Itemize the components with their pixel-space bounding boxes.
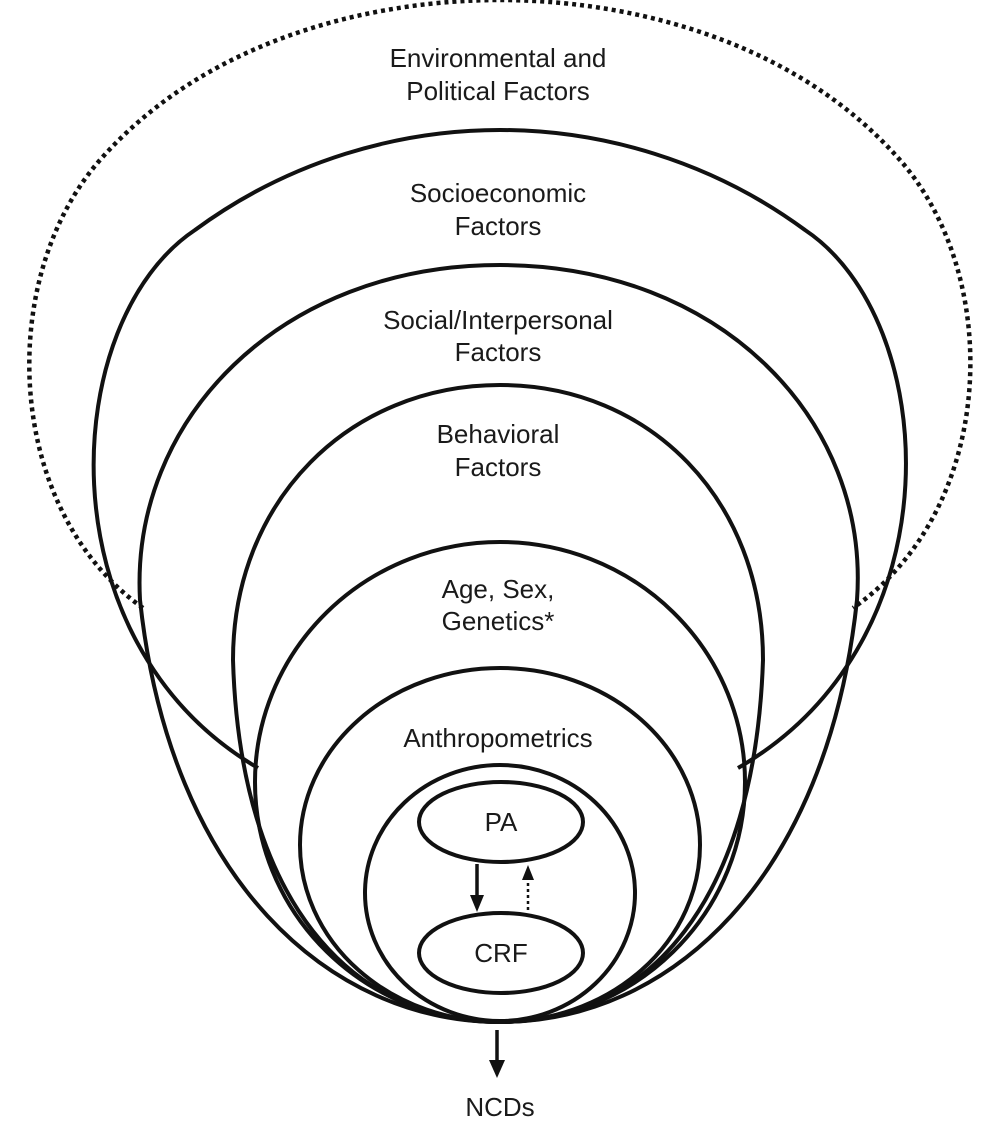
socioeconomic-ring [91, 127, 908, 770]
pa-label: PA [485, 807, 518, 837]
crf-node [417, 911, 585, 995]
biological-label-line1: Age, Sex, [442, 574, 555, 604]
environmental-label-line2: Political Factors [406, 76, 590, 106]
social-label-line1: Social/Interpersonal [383, 305, 613, 335]
social-label-line2: Factors [455, 337, 542, 367]
ncds-arrow [489, 1030, 505, 1078]
anthropometrics-ring [298, 666, 702, 1024]
crf-to-pa-arrow [522, 865, 534, 910]
behavioral-ring [230, 382, 766, 1025]
anthropometrics-label: Anthropometrics [403, 723, 592, 753]
environmental-label-line1: Environmental and [390, 43, 607, 73]
pa-to-crf-arrow [470, 864, 484, 912]
socioeconomic-label-line1: Socioeconomic [410, 178, 586, 208]
biological-label-line2: Genetics* [442, 606, 555, 636]
crf-label: CRF [474, 938, 527, 968]
behavioral-label-line2: Factors [455, 452, 542, 482]
socioeconomic-label-line2: Factors [455, 211, 542, 241]
environmental-political-ring [27, 0, 973, 610]
social-interpersonal-ring [137, 262, 860, 1025]
pa-crf-ring [363, 763, 637, 1023]
ncds-label: NCDs [465, 1092, 534, 1121]
pa-node [417, 780, 585, 864]
behavioral-label-line1: Behavioral [437, 419, 560, 449]
